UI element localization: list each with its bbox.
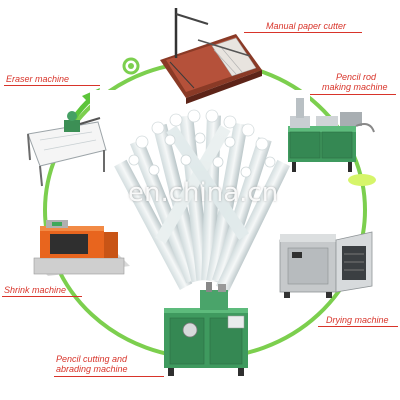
pencil-cutting-abrading-machine-image — [164, 282, 248, 376]
label-underline — [4, 85, 100, 86]
manual-paper-cutter-image — [160, 8, 262, 104]
label-line-1: Pencil rod — [336, 72, 377, 82]
label-manual-paper-cutter: Manual paper cutter — [266, 21, 347, 31]
label-underline — [310, 94, 396, 95]
label-eraser-machine: Eraser machine — [6, 74, 70, 84]
watermark: en.china.cn — [128, 178, 279, 208]
label-line-1: Pencil cutting and — [56, 354, 128, 364]
label-underline — [2, 296, 82, 297]
drying-machine-image — [279, 231, 373, 298]
label-underline — [244, 32, 362, 33]
shrink-machine-image — [33, 220, 130, 276]
label-shrink-machine: Shrink machine — [4, 285, 67, 295]
label-pencil-rod-making-machine: Pencil rod making machine — [322, 72, 388, 92]
eraser-machine-image — [27, 111, 107, 187]
pencil-rod-making-machine-image — [288, 98, 376, 186]
label-underline — [318, 326, 398, 327]
label-line-2: making machine — [322, 82, 388, 92]
label-pencil-cutting-abrading-machine: Pencil cutting and abrading machine — [56, 354, 128, 374]
pencil-bundle — [90, 90, 310, 310]
label-drying-machine: Drying machine — [326, 315, 389, 325]
label-underline — [54, 376, 164, 377]
label-line-2: abrading machine — [56, 364, 128, 374]
